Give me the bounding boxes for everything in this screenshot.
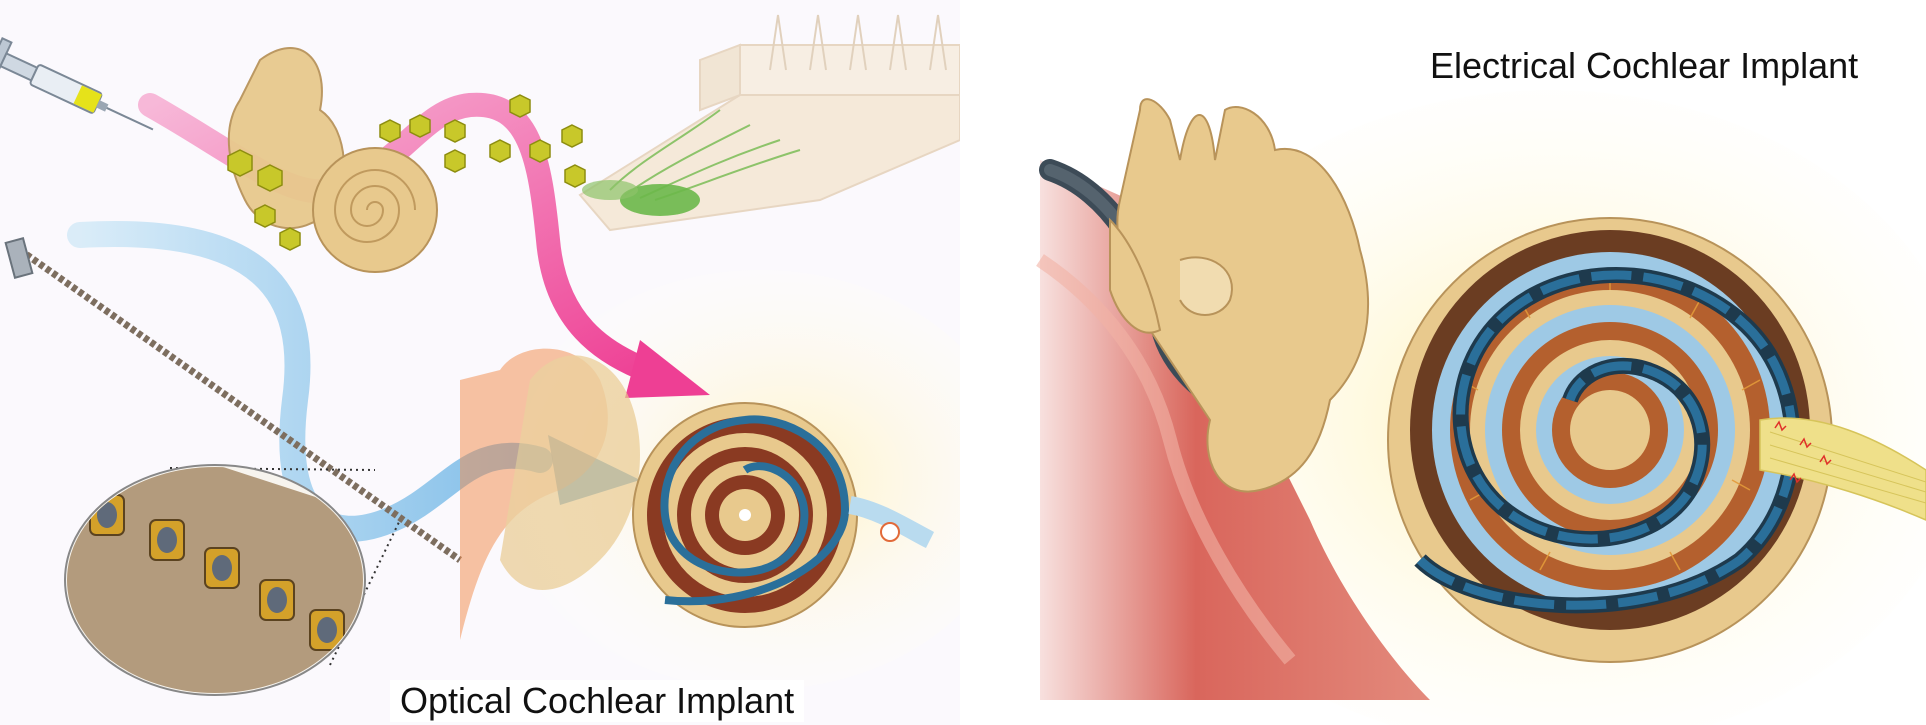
- syringe-icon: [0, 36, 154, 131]
- ossicles-bone: [1116, 98, 1370, 493]
- optical-panel-title: Optical Cochlear Implant: [390, 680, 805, 722]
- optical-cochlea: [632, 402, 858, 628]
- electrical-electrode-in-cochlea: [1414, 267, 1801, 614]
- electrical-glow: [1130, 90, 1926, 725]
- auditory-nerve-optical: [848, 496, 935, 549]
- optical-implant-in-cochlea: [660, 415, 850, 606]
- dark-electrode-lead: [1039, 159, 1271, 431]
- electrical-cochlea: [1387, 217, 1833, 663]
- optical-middle-ear: [460, 348, 640, 640]
- viral-vector-particles: [227, 94, 586, 251]
- ear-canal-tissue: [1040, 160, 1430, 700]
- auditory-nerve-electrical: [1759, 417, 1926, 521]
- optical-electrode-array: [17, 247, 463, 563]
- spiral-ganglion-green: [620, 184, 700, 216]
- gene-path-arrowhead: [625, 340, 710, 398]
- electrical-panel-title: Electrical Cochlear Implant: [1430, 45, 1859, 86]
- optical-panel-illustration: [0, 0, 960, 725]
- electrode-connector: [4, 237, 34, 279]
